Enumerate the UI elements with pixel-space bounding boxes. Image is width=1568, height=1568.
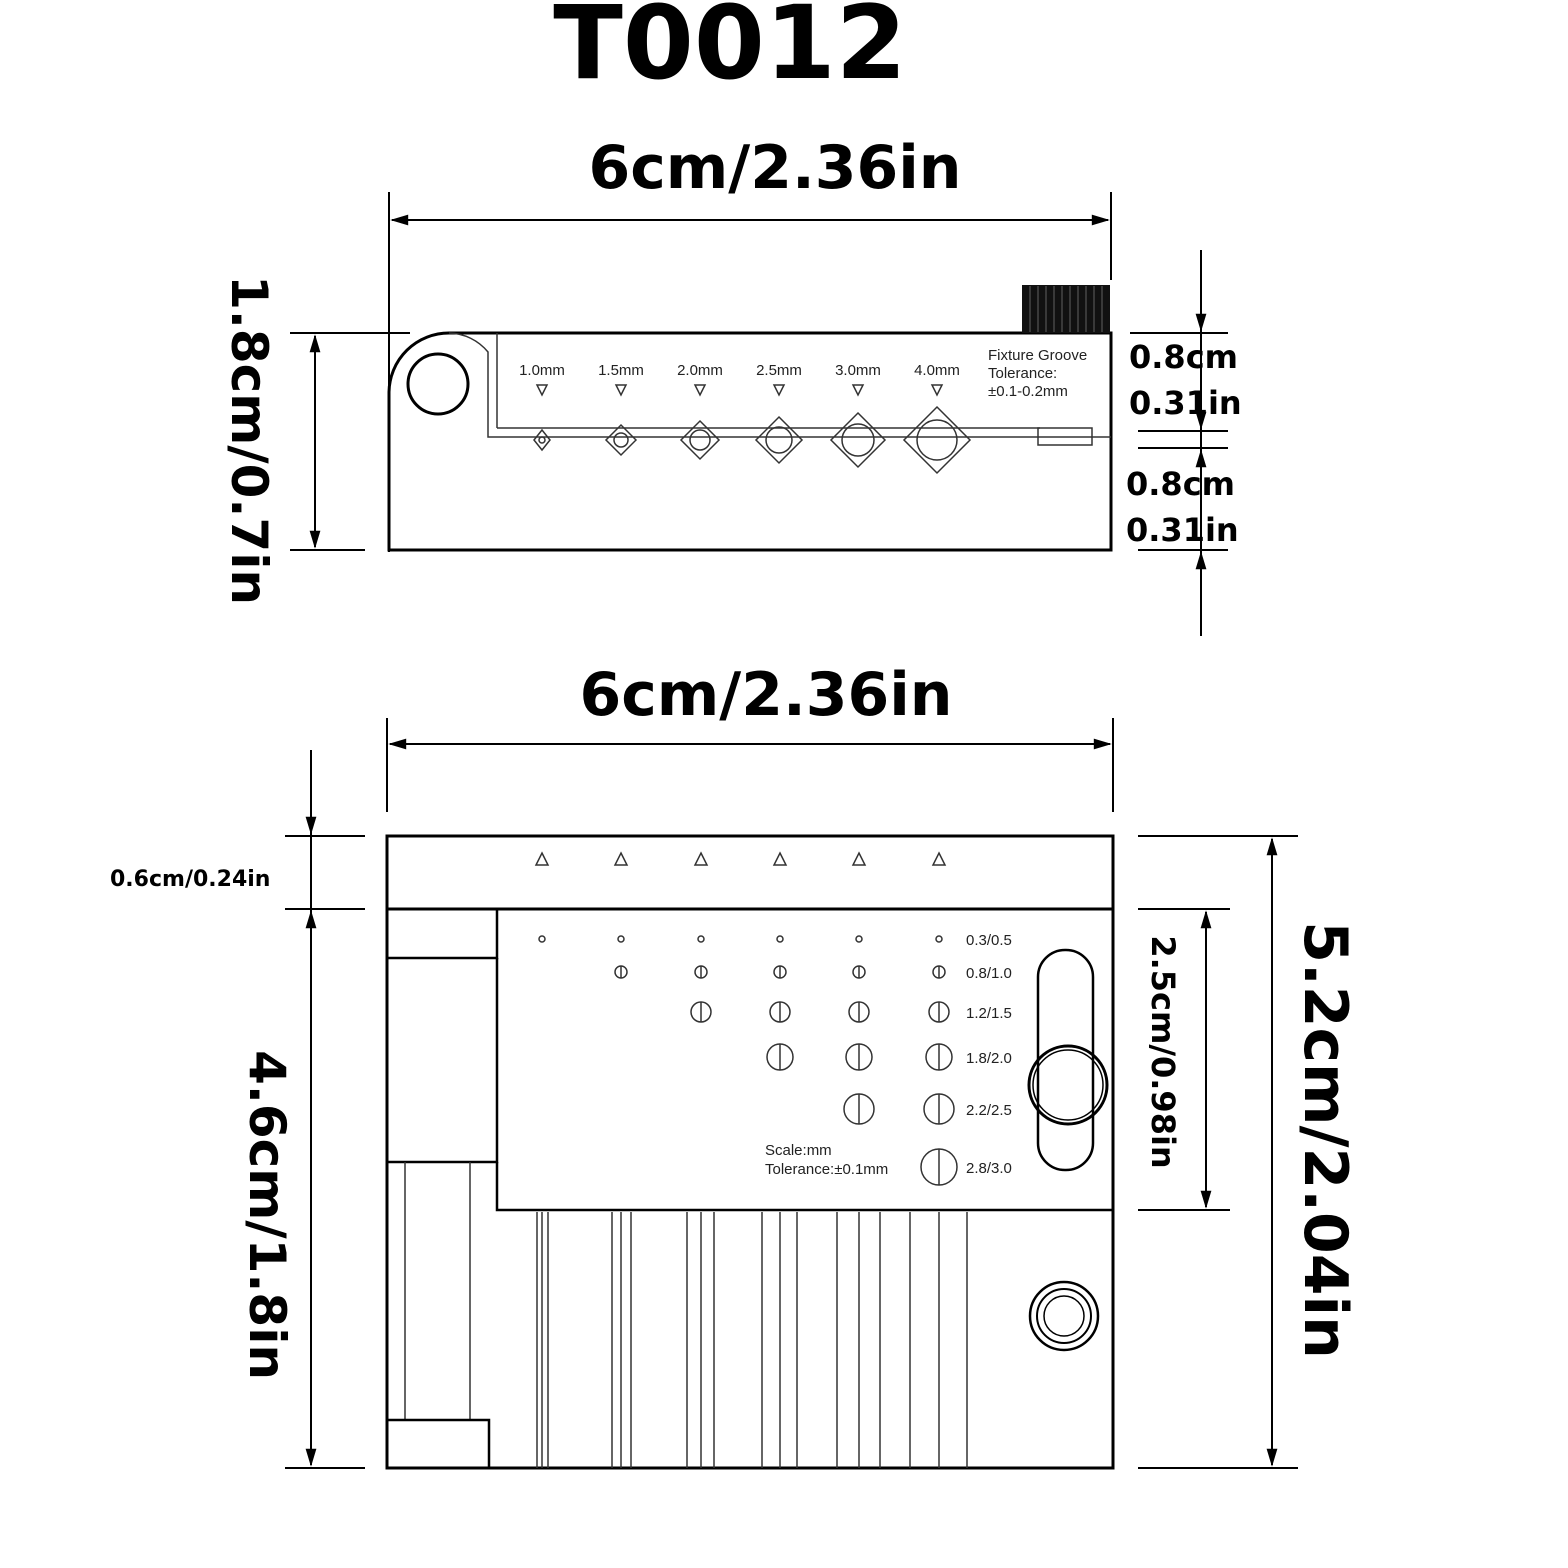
right-upper-in: 0.31in: [1129, 384, 1242, 422]
top-height-label: 1.8cm/0.7in: [220, 275, 278, 605]
groove-size-label: 2.5mm: [756, 362, 802, 379]
scale-note: Scale:mm: [765, 1142, 832, 1159]
right-upper-cm: 0.8cm: [1129, 338, 1238, 376]
right-lower-in: 0.31in: [1126, 511, 1239, 549]
slot-height-label: 2.5cm/0.98in: [1144, 935, 1182, 1168]
adjust-knob-icon: [1027, 1044, 1109, 1126]
hole-size-label: 0.3/0.5: [966, 932, 1012, 949]
groove-size-label: 1.0mm: [519, 362, 565, 379]
adjust-slot: [1036, 948, 1095, 1172]
fixture-groove-note: ±0.1-0.2mm: [988, 383, 1068, 400]
total-height-label: 5.2cm/2.04in: [1290, 921, 1360, 1359]
hole-grid: [538, 935, 958, 1186]
groove-size-label: 1.5mm: [598, 362, 644, 379]
body-height-label: 4.6cm/1.8in: [238, 1050, 296, 1380]
hole-size-label: 2.8/3.0: [966, 1160, 1012, 1177]
right-lower-cm: 0.8cm: [1126, 465, 1235, 503]
top-view: 6cm/2.36in 1.8cm/0.7in 1.0mm: [220, 133, 1242, 636]
screw-hole-icon: [1028, 1280, 1100, 1352]
groove-lines: [536, 1212, 968, 1468]
knurled-knob-icon: [1022, 285, 1110, 333]
front-width-label: 6cm/2.36in: [579, 660, 952, 730]
fixture-groove-note: Fixture Groove: [988, 347, 1087, 364]
fixture-groove-note: Tolerance:: [988, 365, 1057, 382]
top-strip-label: 0.6cm/0.24in: [110, 867, 270, 892]
groove-markers: [535, 384, 944, 397]
scale-note: Tolerance:±0.1mm: [765, 1161, 888, 1178]
front-view: 6cm/2.36in: [110, 660, 1360, 1470]
hinge-hole: [406, 352, 470, 416]
hole-size-label: 2.2/2.5: [966, 1102, 1012, 1119]
groove-size-label: 4.0mm: [914, 362, 960, 379]
groove-size-label: 2.0mm: [677, 362, 723, 379]
hole-size-label: 1.2/1.5: [966, 1005, 1012, 1022]
title: T0012: [553, 0, 906, 103]
top-width-label: 6cm/2.36in: [588, 133, 961, 203]
strip-markers: [534, 851, 947, 866]
groove-size-label: 3.0mm: [835, 362, 881, 379]
groove-diamonds: [533, 405, 972, 475]
hole-size-label: 0.8/1.0: [966, 965, 1012, 982]
hole-size-label: 1.8/2.0: [966, 1050, 1012, 1067]
